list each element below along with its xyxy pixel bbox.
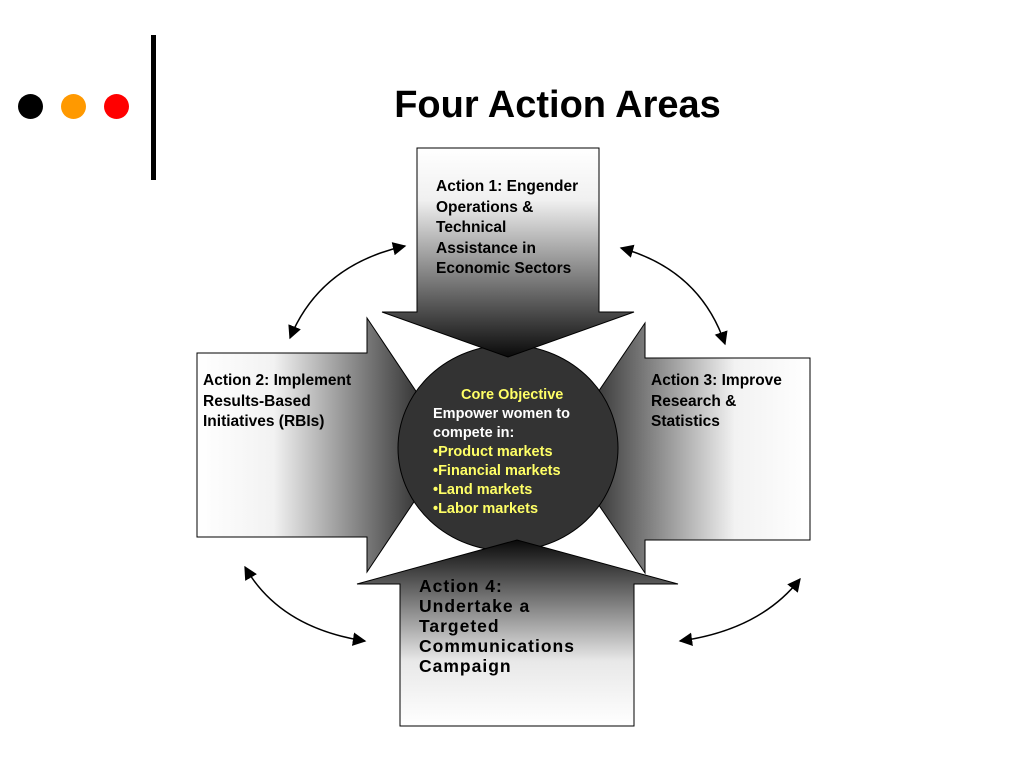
title-divider xyxy=(151,35,156,180)
connector-arrow-bottom-left xyxy=(244,565,367,646)
market-item: Land markets xyxy=(433,481,603,500)
action-1-arrow xyxy=(381,147,635,358)
action-2-line: Results-Based xyxy=(203,392,311,410)
action-4-label: Action 4: Undertake a Targeted Communica… xyxy=(419,576,575,676)
bullet-dot-black xyxy=(18,94,43,119)
page-title: Four Action Areas xyxy=(394,84,721,126)
bullet-dot-orange xyxy=(61,94,86,119)
action-3-line: Action 3: Improve xyxy=(651,372,782,389)
action-4-arrow xyxy=(356,539,679,727)
action-1-line: Action 1: Engender xyxy=(436,178,579,195)
action-1-line: Assistance in xyxy=(436,239,536,257)
connector-arrow-bottom-right xyxy=(678,577,801,647)
action-3-line: Statistics xyxy=(651,413,720,430)
action-1-label: Action 1: Engender Operations & Technica… xyxy=(436,177,578,280)
core-objective-title: Core Objective xyxy=(461,387,564,403)
market-item: Product markets xyxy=(433,443,603,462)
core-objective-text: Core Objective Empower women to compete … xyxy=(433,386,603,519)
action-4-line: Targeted xyxy=(419,616,500,636)
action-2-label: Action 2: Implement Results-Based Initia… xyxy=(203,371,351,433)
action-4-line: Communications xyxy=(419,636,575,656)
action-1-line: Technical xyxy=(436,219,507,236)
action-3-line: Research & xyxy=(651,392,737,410)
action-1-line: Operations & xyxy=(436,198,534,216)
action-4-line: Action 4: xyxy=(419,576,503,596)
connector-arrow-top-left xyxy=(288,242,407,340)
connector-arrow-top-right xyxy=(619,244,728,346)
action-2-arrow xyxy=(196,316,453,574)
action-3-label: Action 3: Improve Research & Statistics xyxy=(651,371,782,433)
bullet-dot-red xyxy=(104,94,129,119)
action-1-line: Economic Sectors xyxy=(436,260,572,277)
market-item: Financial markets xyxy=(433,462,603,481)
action-2-line: Action 2: Implement xyxy=(203,372,352,389)
action-4-line: Undertake a xyxy=(419,596,531,616)
markets-list: Product markets Financial markets Land m… xyxy=(433,443,603,519)
core-objective-intro: Empower women to compete in: xyxy=(433,406,570,441)
action-4-line: Campaign xyxy=(419,656,512,676)
market-item: Labor markets xyxy=(433,500,603,519)
action-2-line: Initiatives (RBIs) xyxy=(203,413,325,430)
